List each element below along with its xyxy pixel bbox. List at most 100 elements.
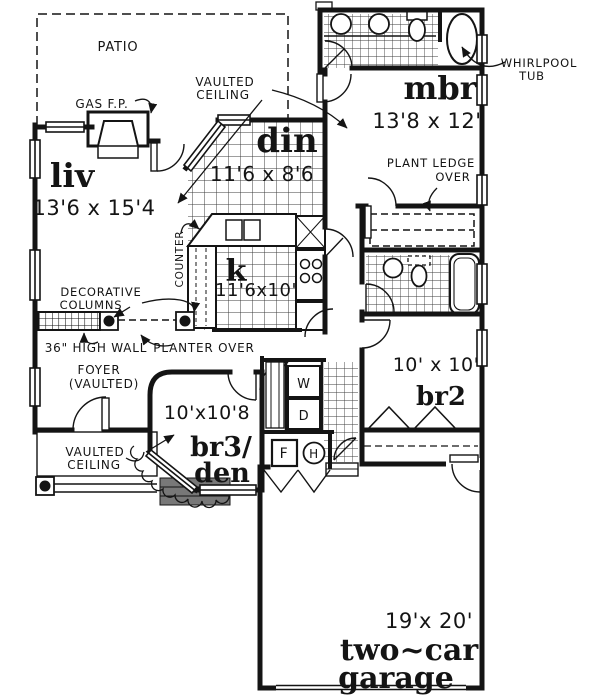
upper-cabinet-dashed <box>195 248 207 326</box>
door-living-to-dining <box>150 142 185 172</box>
vaulted-arrow-mbr <box>271 89 348 129</box>
garage-door-lines <box>276 684 466 691</box>
label-vaulted-1b: CEILING <box>196 88 250 102</box>
toilet-bowl <box>410 264 428 288</box>
label-din-name: din <box>256 121 317 161</box>
label-furnace: F <box>280 446 289 462</box>
wall-interior <box>212 10 442 469</box>
label-mbr-dim: 13'8 x 12' <box>372 109 481 133</box>
decorative-column <box>179 315 191 327</box>
vaulted-den-squiggle <box>125 451 145 462</box>
label-k-name: k <box>226 254 248 289</box>
washer-box <box>287 365 321 398</box>
furnace-box <box>270 438 299 468</box>
label-vaulted-2b: CEILING <box>67 458 121 472</box>
window <box>29 367 41 407</box>
whirlpool-tub <box>446 13 478 65</box>
window <box>476 174 488 206</box>
bathtub-inner <box>453 257 476 311</box>
sink-basin <box>368 13 390 35</box>
label-high-wall: 36" HIGH WALL <box>45 341 148 355</box>
door-patio-to-mbr <box>316 73 352 103</box>
wall-thin <box>284 360 324 432</box>
stove-burner <box>299 258 311 270</box>
porch-step-lines <box>37 483 157 493</box>
window <box>29 249 41 301</box>
label-dec-col-a: DECORATIVE <box>60 285 141 299</box>
stove-burner <box>299 272 311 284</box>
label-br2-name: br2 <box>416 382 466 412</box>
label-whirlpool-a: WHIRLPOOL <box>501 56 577 70</box>
vaulted-den-arrow <box>145 434 175 453</box>
front-door <box>72 396 110 431</box>
label-garage-name-b: garage <box>338 661 454 696</box>
vaulted-arrow-long <box>177 99 263 204</box>
shrub-scallops <box>129 445 230 509</box>
window <box>476 329 488 367</box>
label-vaulted-2a: VAULTED <box>65 445 124 459</box>
label-gas-fp: GAS F.P. <box>75 97 128 111</box>
window <box>476 74 488 106</box>
counter-arrow <box>180 219 200 234</box>
furnace-closet-doors <box>263 469 331 494</box>
label-counter: COUNTER <box>174 230 186 287</box>
label-vaulted-1a: VAULTED <box>195 75 254 89</box>
kitchen-sink <box>225 219 243 241</box>
window <box>45 121 85 133</box>
door-garage-side <box>449 454 481 493</box>
toilet-tank <box>407 255 431 266</box>
entry-step <box>159 495 231 506</box>
door-bath2 <box>365 283 395 313</box>
door-mbr-closet <box>364 177 397 239</box>
whirlpool-arrow <box>461 46 506 67</box>
water-heater-circle <box>302 441 326 465</box>
label-mbr-name: mbr <box>403 69 477 107</box>
hall-closet-bifold <box>265 361 285 429</box>
gas-fp-arrow <box>134 98 158 114</box>
decorative-column-arrow-2 <box>141 298 201 313</box>
label-foyer-a: FOYER <box>78 363 121 377</box>
high-wall-hatch <box>37 311 101 331</box>
dryer-box <box>287 398 321 430</box>
label-foyer-b: (VAULTED) <box>69 377 139 391</box>
interior-walls <box>212 10 442 469</box>
label-whirlpool-b: TUB <box>518 69 545 83</box>
label-planter: PLANTER OVER <box>153 341 254 355</box>
label-br2-dim: 10' x 10' <box>393 354 480 376</box>
refrigerator-x <box>295 215 326 249</box>
door-br2 <box>361 319 391 349</box>
window-diagonal <box>182 119 227 173</box>
label-liv-name: liv <box>50 156 95 195</box>
decorative-column-arrow-1 <box>113 306 131 318</box>
label-plant-ledge-a: PLANT LEDGE <box>387 156 475 170</box>
fireplace-firebox <box>97 120 139 147</box>
label-patio: PATIO <box>98 40 139 55</box>
sink-basin <box>382 257 404 279</box>
door-kitchen-to-hall <box>324 228 354 258</box>
decorative-column <box>103 315 115 327</box>
door-pantry <box>304 308 334 338</box>
label-dryer: D <box>299 409 310 424</box>
label-br3-name-b: den <box>194 458 250 489</box>
label-garage-name-a: two~car <box>340 633 480 668</box>
window <box>199 484 257 496</box>
garage-door-gap <box>276 683 466 693</box>
kitchen-cabinet-low <box>295 301 326 331</box>
label-dec-col-b: COLUMNS <box>60 298 123 312</box>
fireplace-hearth <box>97 145 139 159</box>
toilet-bowl <box>408 18 426 42</box>
door-br3-den <box>227 371 257 401</box>
label-din-dim: 11'6 x 8'6 <box>210 162 314 186</box>
label-k-dim: 11'6x10' <box>215 280 297 301</box>
window <box>476 34 488 64</box>
stove-burner <box>311 258 323 270</box>
bay-window-diagonal <box>144 448 199 495</box>
kitchen-sink <box>243 219 261 241</box>
door-mud-to-garage <box>333 437 357 461</box>
door-master-bath <box>324 40 353 69</box>
window <box>476 263 488 305</box>
label-washer: W <box>297 377 311 392</box>
label-plant-ledge-b: OVER <box>435 170 470 184</box>
